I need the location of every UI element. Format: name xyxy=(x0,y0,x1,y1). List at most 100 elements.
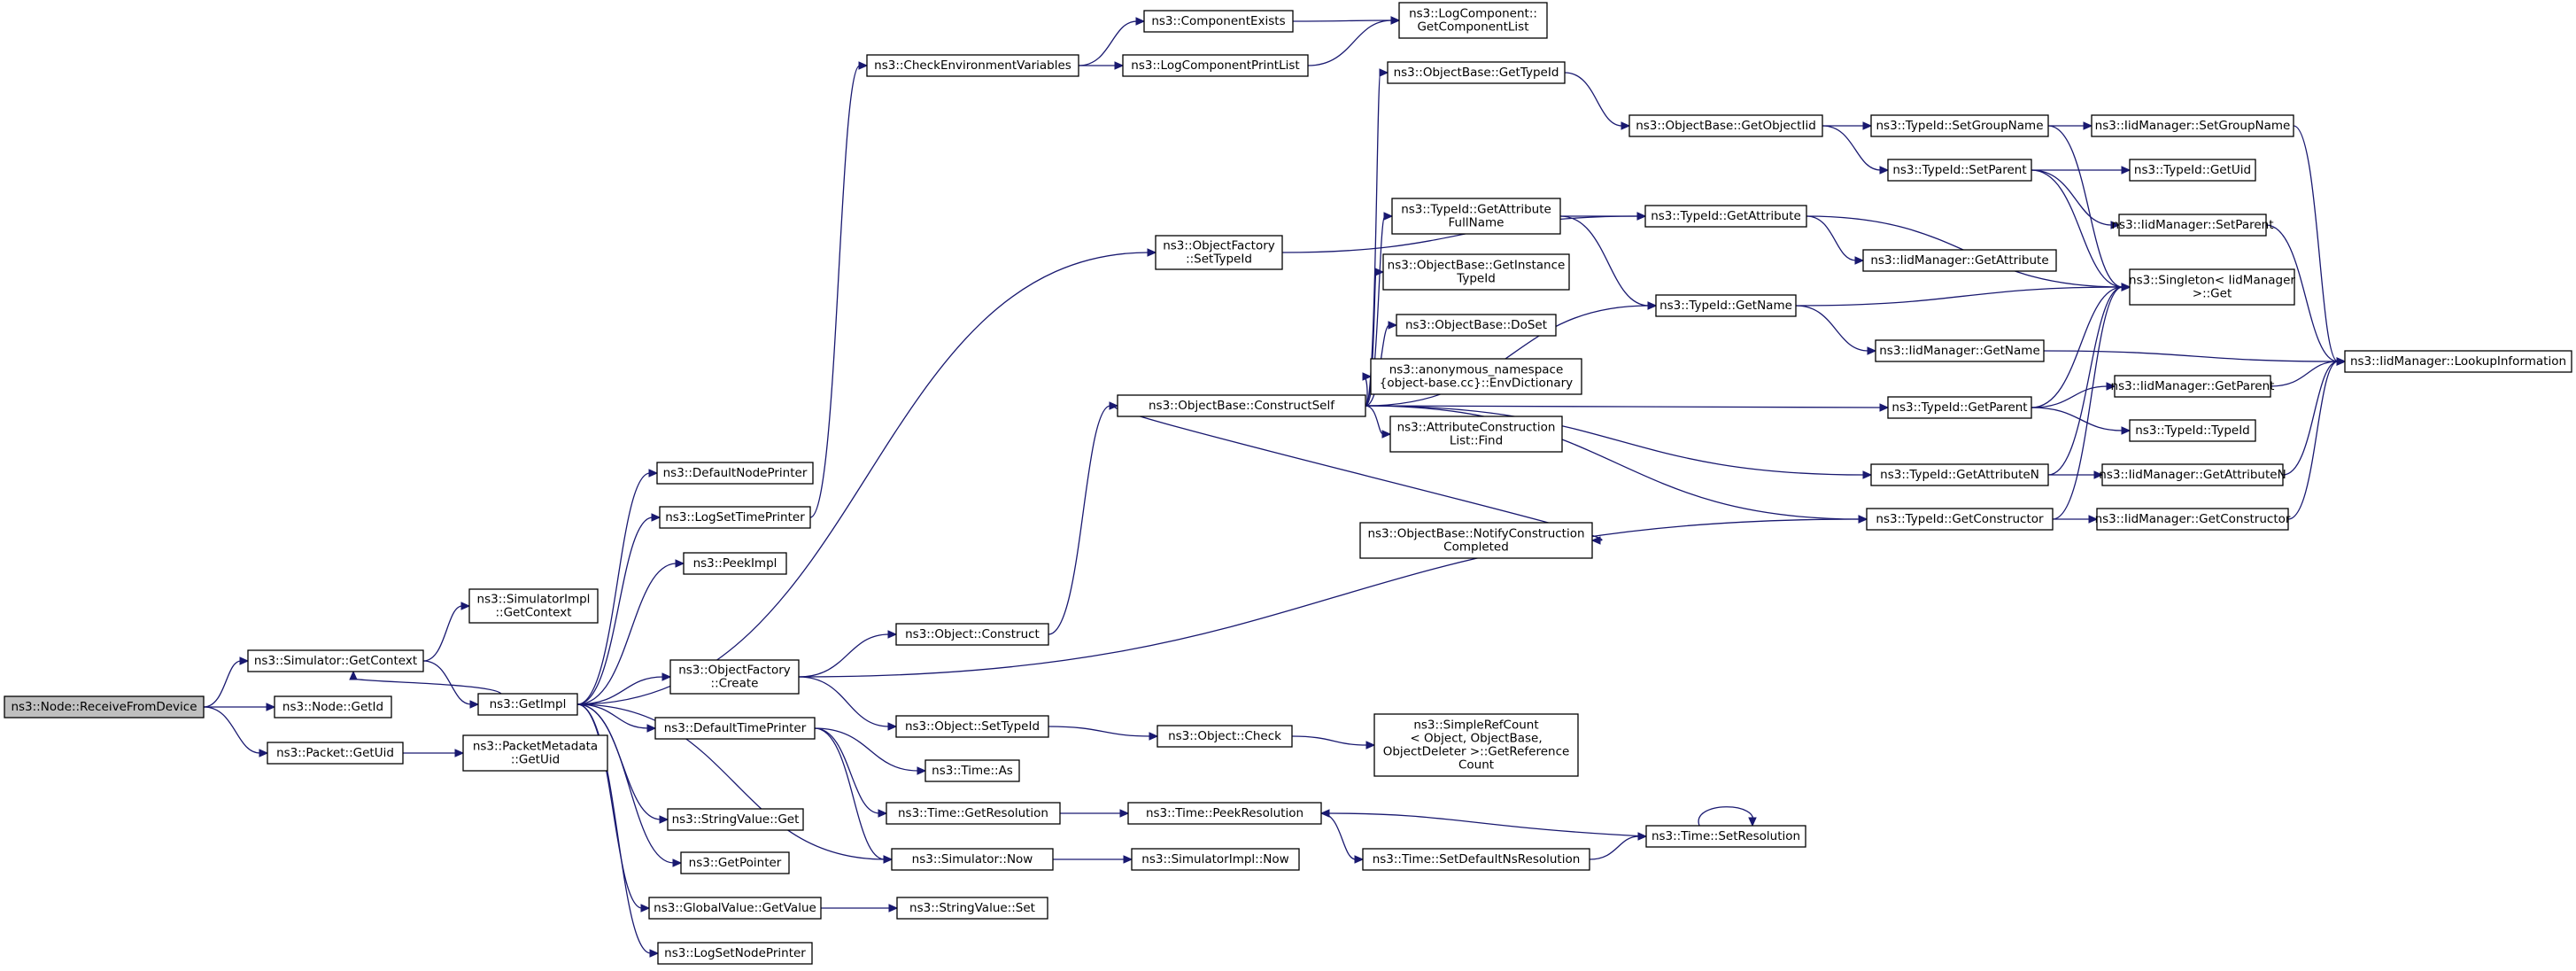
node-typeidsetgroupname[interactable]: ns3::TypeId::SetGroupName xyxy=(1870,114,2049,137)
node-timesetresolution[interactable]: ns3::Time::SetResolution xyxy=(1645,825,1806,848)
node-typeidsetparent[interactable]: ns3::TypeId::SetParent xyxy=(1887,159,2032,182)
node-objectbasegetobjectiid[interactable]: ns3::ObjectBase::GetObjectIid xyxy=(1628,114,1823,137)
edge-line xyxy=(2052,286,2123,520)
node-defaultnodeprinter[interactable]: ns3::DefaultNodePrinter xyxy=(656,462,814,485)
node-logcomponentgetlist[interactable]: ns3::LogComponent::GetComponentList xyxy=(1398,2,1548,39)
node-iidmanagergetconstructor[interactable]: ns3::IidManager::GetConstructor xyxy=(2095,508,2291,531)
edge-line xyxy=(576,703,649,729)
node-objectconstruct[interactable]: ns3::Object::Construct xyxy=(895,623,1049,646)
edge-objectconstruct-to-objectbaseconstructself xyxy=(1048,401,1119,635)
node-packetgetuid[interactable]: ns3::Packet::GetUid xyxy=(267,742,404,765)
node-label: >::Get xyxy=(2193,287,2232,301)
node-label: ns3::Time::PeekResolution xyxy=(1146,806,1303,820)
node-typeidtypeid[interactable]: ns3::TypeId::TypeId xyxy=(2129,419,2256,442)
node-iidmanagerlookup[interactable]: ns3::IidManager::LookupInformation xyxy=(2344,350,2572,373)
node-timepeekresolution[interactable]: ns3::Time::PeekResolution xyxy=(1127,802,1322,825)
node-typeidgetattribute[interactable]: ns3::TypeId::GetAttribute xyxy=(1644,205,1807,228)
edge-typeidsetparent-to-typeidgetuid xyxy=(2031,166,2131,175)
arrowhead xyxy=(1867,346,1877,355)
edge-componentexists-to-logcomponentgetlist xyxy=(1292,16,1401,25)
node-getpointer[interactable]: ns3::GetPointer xyxy=(680,851,790,874)
node-timesetdefaultns[interactable]: ns3::Time::SetDefaultNsResolution xyxy=(1362,848,1590,871)
node-getcontext[interactable]: ns3::Simulator::GetContext xyxy=(247,649,424,672)
node-iidmanagergetname[interactable]: ns3::IidManager::GetName xyxy=(1875,339,2045,362)
node-simimplnow[interactable]: ns3::SimulatorImpl::Now xyxy=(1131,848,1300,871)
node-receive[interactable]: ns3::Node::ReceiveFromDevice xyxy=(4,695,205,719)
node-box xyxy=(896,897,1048,920)
node-typeidgetparent[interactable]: ns3::TypeId::GetParent xyxy=(1887,396,2032,419)
node-objectcheck[interactable]: ns3::Object::Check xyxy=(1156,725,1293,748)
node-objectsettypeid[interactable]: ns3::Object::SetTypeId xyxy=(895,715,1049,738)
edge-line xyxy=(1795,286,2123,307)
node-typeidgetattributen[interactable]: ns3::TypeId::GetAttributeN xyxy=(1870,463,2049,486)
edge-line xyxy=(2031,286,2123,408)
node-objfactorysettypeid[interactable]: ns3::ObjectFactory::SetTypeId xyxy=(1155,235,1283,270)
node-iidmanagergetparent[interactable]: ns3::IidManager::GetParent xyxy=(2111,375,2275,398)
node-objectbasegettypeid[interactable]: ns3::ObjectBase::GetTypeId xyxy=(1387,61,1566,84)
node-label: ns3::StringValue::Get xyxy=(672,812,800,827)
node-checkenv[interactable]: ns3::CheckEnvironmentVariables xyxy=(866,54,1079,77)
node-label: ns3::StringValue::Set xyxy=(909,901,1035,915)
node-iidmanagergetattribute[interactable]: ns3::IidManager::GetAttribute xyxy=(1862,249,2057,272)
node-notifyconstructioncompleted[interactable]: ns3::ObjectBase::NotifyConstructionCompl… xyxy=(1359,522,1593,559)
edge-timesetresolution-to-timesetresolution xyxy=(1698,806,1757,827)
node-objectbaseconstructself[interactable]: ns3::ObjectBase::ConstructSelf xyxy=(1117,394,1366,417)
node-logsetnodeprinter[interactable]: ns3::LogSetNodePrinter xyxy=(657,942,813,965)
node-label: ns3::DefaultNodePrinter xyxy=(663,466,808,480)
node-box xyxy=(659,506,811,529)
node-logsettimeprinter[interactable]: ns3::LogSetTimePrinter xyxy=(659,506,811,529)
node-timeas[interactable]: ns3::Time::As xyxy=(924,759,1020,782)
node-box xyxy=(1866,508,2054,531)
node-iidmanagersetparent[interactable]: ns3::IidManager::SetParent xyxy=(2112,214,2274,237)
node-pktmetagetuid[interactable]: ns3::PacketMetadata::GetUid xyxy=(462,734,608,772)
edge-getimpl-to-getpointer xyxy=(576,703,683,867)
node-objectbasedoset[interactable]: ns3::ObjectBase::DoSet xyxy=(1396,314,1557,337)
arrowhead xyxy=(1647,301,1658,310)
arrowhead xyxy=(1590,536,1601,545)
node-simulatornow[interactable]: ns3::Simulator::Now xyxy=(891,848,1054,871)
node-iidmanagergetattributen[interactable]: ns3::IidManager::GetAttributeN xyxy=(2099,463,2286,486)
node-label: ObjectDeleter >::GetReference xyxy=(1383,745,1570,759)
node-label: Count xyxy=(1458,758,1494,773)
node-stringvalueget[interactable]: ns3::StringValue::Get xyxy=(667,808,804,831)
edge-line xyxy=(422,660,472,705)
node-typeidgetconstructor[interactable]: ns3::TypeId::GetConstructor xyxy=(1866,508,2054,531)
arrowhead xyxy=(659,815,669,824)
arrowhead xyxy=(672,858,683,867)
node-label: ns3::SimulatorImpl xyxy=(477,593,591,607)
node-label: ns3::Time::SetDefaultNsResolution xyxy=(1373,852,1581,866)
edge-objectsettypeid-to-objectcheck xyxy=(1048,726,1159,741)
node-simplerefcount[interactable]: ns3::SimpleRefCount< Object, ObjectBase,… xyxy=(1373,713,1579,777)
node-typeidgetuid[interactable]: ns3::TypeId::GetUid xyxy=(2129,159,2256,182)
node-envdictionary[interactable]: ns3::anonymous_namespace{object-base.cc}… xyxy=(1370,358,1582,395)
node-singletonget[interactable]: ns3::Singleton< IidManager >::Get xyxy=(2129,268,2295,306)
node-objfactorycreate[interactable]: ns3::ObjectFactory::Create xyxy=(669,659,800,695)
node-box xyxy=(667,808,804,831)
node-defaulttimeprinter[interactable]: ns3::DefaultTimePrinter xyxy=(654,717,816,740)
arrowhead xyxy=(1374,268,1385,276)
node-box xyxy=(2091,114,2294,137)
node-typeidgetname[interactable]: ns3::TypeId::GetName xyxy=(1655,294,1797,317)
arrowhead xyxy=(2121,426,2131,435)
node-peekimpl[interactable]: ns3::PeekImpl xyxy=(683,552,787,575)
node-globalvaluegetvalue[interactable]: ns3::GlobalValue::GetValue xyxy=(648,897,822,920)
node-box xyxy=(1389,416,1563,453)
edge-packetgetuid-to-pktmetagetuid xyxy=(402,749,465,757)
node-timegetresolution[interactable]: ns3::Time::GetResolution xyxy=(886,802,1061,825)
node-logcomponentprintlist[interactable]: ns3::LogComponentPrintList xyxy=(1122,54,1309,77)
node-stringvalueset[interactable]: ns3::StringValue::Set xyxy=(896,897,1048,920)
node-simimplgetcontext[interactable]: ns3::SimulatorImpl::GetContext xyxy=(468,588,599,624)
node-getimpl[interactable]: ns3::GetImpl xyxy=(477,693,578,716)
edge-typeidsetparent-to-iidmanagersetparent xyxy=(2031,169,2121,229)
node-box xyxy=(1887,159,2032,182)
node-box xyxy=(462,734,608,772)
edge-typeidgetparent-to-iidmanagergetparent xyxy=(2031,382,2116,408)
node-box xyxy=(2344,350,2572,373)
arrowhead xyxy=(1362,372,1373,381)
node-iidmanagersetgroupname[interactable]: ns3::IidManager::SetGroupName xyxy=(2091,114,2294,137)
node-componentexists[interactable]: ns3::ComponentExists xyxy=(1143,10,1294,33)
node-nodegetid[interactable]: ns3::Node::GetId xyxy=(274,695,392,719)
